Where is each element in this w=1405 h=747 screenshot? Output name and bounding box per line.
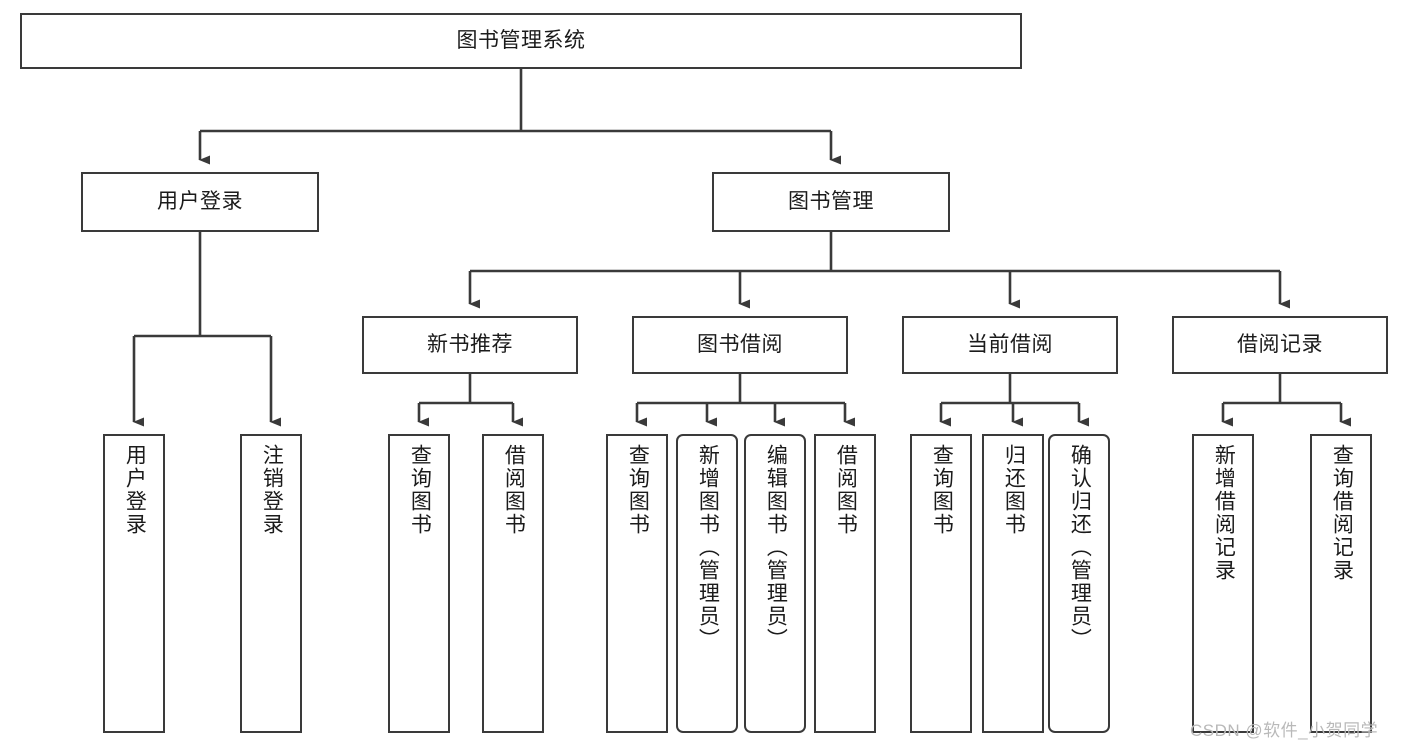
node-leaf_4[interactable]: 查询图书 [606, 434, 668, 733]
node-label: 借阅记录 [1237, 332, 1323, 356]
node-label: 图书管理系统 [456, 28, 586, 52]
node-label: 新增图书（管理员） [696, 444, 720, 651]
node-l2_0[interactable]: 新书推荐 [362, 316, 578, 374]
node-label: 图书管理 [788, 189, 874, 213]
node-label: 归还图书 [1002, 444, 1026, 536]
node-l2_3[interactable]: 借阅记录 [1172, 316, 1388, 374]
node-root[interactable]: 图书管理系统 [20, 13, 1022, 69]
node-label: 借阅图书 [502, 444, 526, 536]
node-leaf_10[interactable]: 确认归还（管理员） [1048, 434, 1110, 733]
node-label: 查询图书 [626, 444, 650, 536]
node-label: 编辑图书（管理员） [764, 444, 788, 651]
node-leaf_2[interactable]: 查询图书 [388, 434, 450, 733]
node-l1_0[interactable]: 用户登录 [81, 172, 319, 232]
node-leaf_12[interactable]: 查询借阅记录 [1310, 434, 1372, 733]
node-leaf_1[interactable]: 注销登录 [240, 434, 302, 733]
watermark-text: CSDN @软件_小贺同学 [1190, 721, 1379, 740]
node-label: 查询图书 [930, 444, 954, 536]
node-label: 用户登录 [157, 189, 243, 213]
node-label: 查询借阅记录 [1330, 444, 1354, 582]
node-leaf_9[interactable]: 归还图书 [982, 434, 1044, 733]
node-leaf_8[interactable]: 查询图书 [910, 434, 972, 733]
node-leaf_6[interactable]: 编辑图书（管理员） [744, 434, 806, 733]
node-label: 借阅图书 [834, 444, 858, 536]
node-l2_2[interactable]: 当前借阅 [902, 316, 1118, 374]
node-label: 新增借阅记录 [1212, 444, 1236, 582]
node-leaf_5[interactable]: 新增图书（管理员） [676, 434, 738, 733]
node-label: 注销登录 [260, 444, 284, 536]
node-label: 新书推荐 [427, 332, 513, 356]
node-label: 用户登录 [123, 444, 147, 536]
node-l2_1[interactable]: 图书借阅 [632, 316, 848, 374]
node-label: 图书借阅 [697, 332, 783, 356]
node-leaf_7[interactable]: 借阅图书 [814, 434, 876, 733]
node-label: 查询图书 [408, 444, 432, 536]
node-leaf_0[interactable]: 用户登录 [103, 434, 165, 733]
node-label: 当前借阅 [967, 332, 1053, 356]
node-leaf_11[interactable]: 新增借阅记录 [1192, 434, 1254, 733]
node-l1_1[interactable]: 图书管理 [712, 172, 950, 232]
node-leaf_3[interactable]: 借阅图书 [482, 434, 544, 733]
node-label: 确认归还（管理员） [1068, 444, 1092, 651]
